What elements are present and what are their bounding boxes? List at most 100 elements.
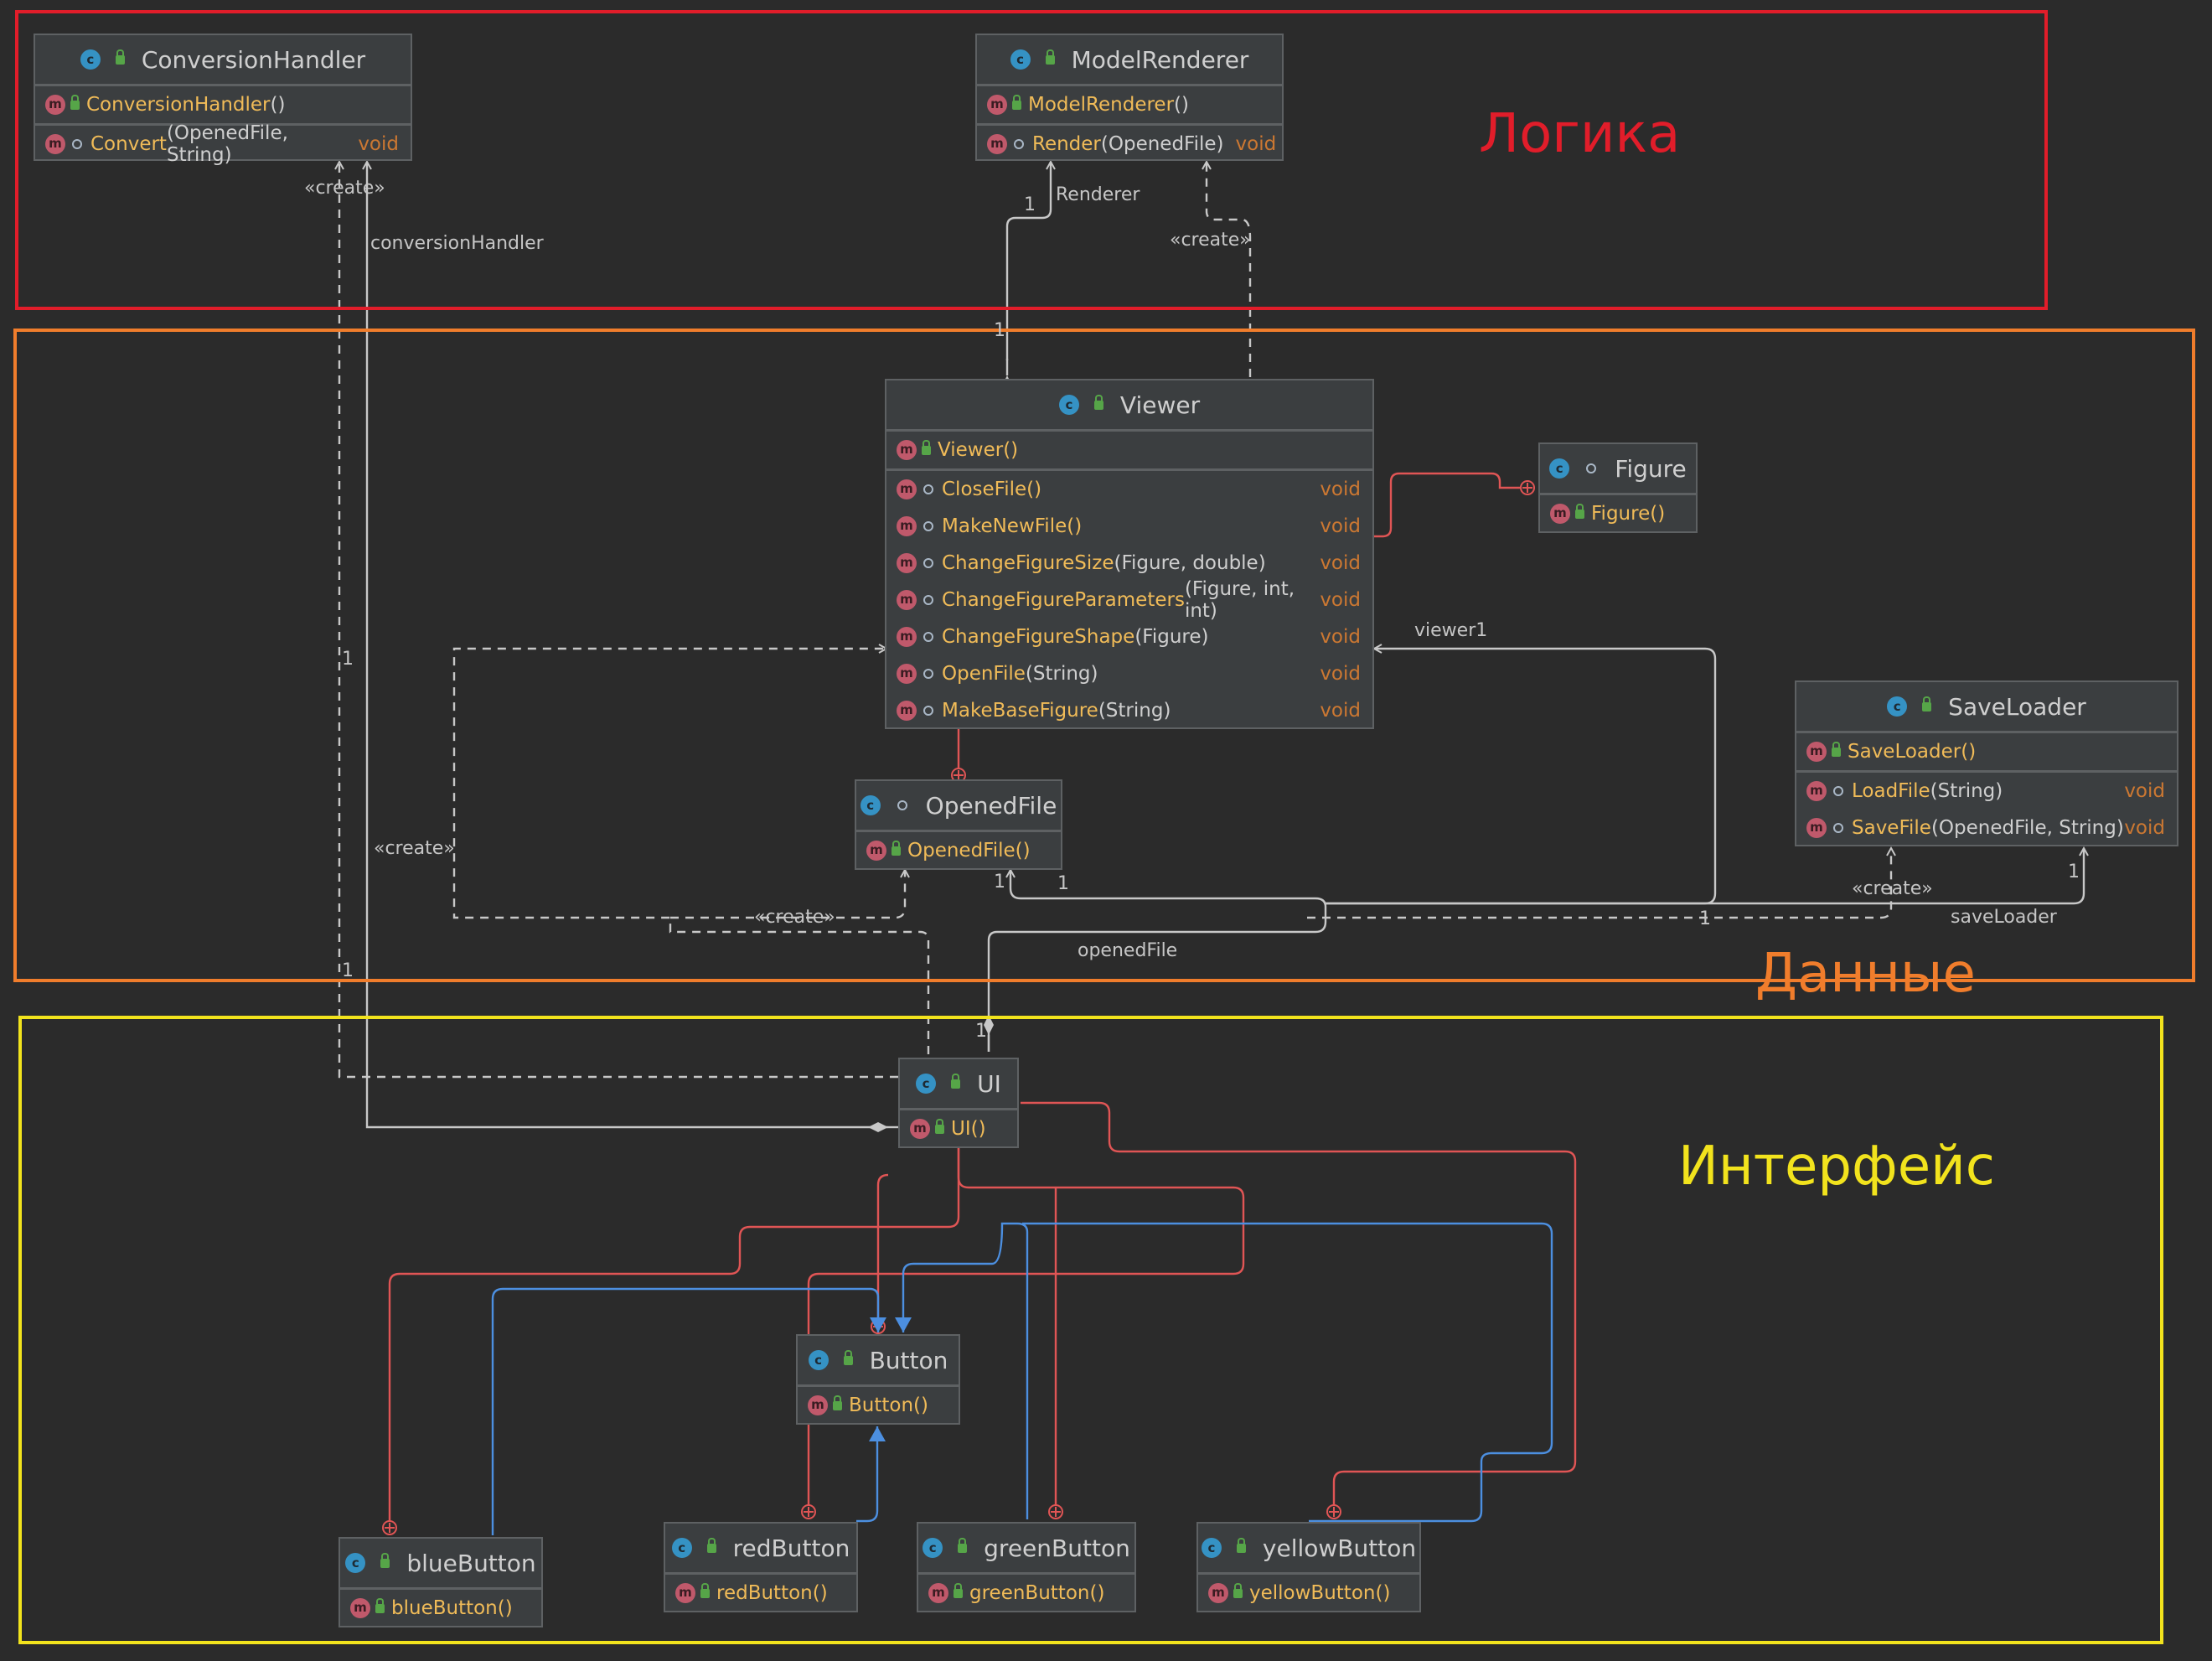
package-dot-icon [923,632,933,642]
package-dot-icon [923,595,933,605]
public-lock-icon [1045,49,1055,65]
package-dot-icon [72,139,82,149]
association-label-conversionhandler: conversionHandler [370,233,544,254]
class-c-icon: c [1058,395,1079,415]
public-lock-icon [70,94,80,110]
method-m-icon: m [897,553,917,573]
class-c-icon: c [671,1538,692,1558]
public-lock-icon [706,1537,716,1553]
public-lock-icon [1575,503,1584,519]
method-m-icon: m [897,440,917,460]
public-lock-icon [380,1552,390,1568]
public-lock-icon [1012,94,1021,110]
class-c-icon: c [1010,49,1031,70]
logic-zone [15,10,2048,310]
package-dot-icon [923,706,933,716]
public-lock-icon [700,1582,710,1598]
public-lock-icon [1832,741,1841,757]
class-c-icon: c [808,1350,829,1370]
public-lock-icon [954,1582,963,1598]
ui-create-viewer-line [452,649,930,1054]
method-m-icon: m [897,590,917,610]
create-label-conversionhandler: «create» [304,178,385,199]
ui-openedfile-line [987,870,1327,1052]
method-m-icon: m [987,134,1007,154]
package-dot-icon [1833,786,1843,796]
package-dot-icon [923,484,933,494]
association-label-saveloader: saveLoader [1951,907,2057,928]
class-name: SaveLoader [1948,692,2086,721]
method-m-icon: m [1806,742,1827,762]
method-m-icon: m [897,701,917,721]
class-c-icon: c [923,1538,943,1558]
public-lock-icon [833,1395,842,1410]
data-zone-title: Данные [1755,943,1976,1005]
class-name: OpenedFile [925,791,1057,820]
class-name: Figure [1615,454,1687,483]
logic-zone-title: Логика [1479,103,1681,165]
class-c-icon: c [916,1074,937,1094]
greenbutton-inherits-button [895,1222,1029,1519]
interface-zone-title: Интерфейс [1678,1136,1995,1198]
package-dot-icon [1014,139,1024,149]
public-lock-icon [935,1118,944,1134]
method-m-icon: m [897,664,917,684]
class-c-icon: c [1201,1538,1222,1558]
method-m-icon: m [866,841,886,861]
public-lock-icon [375,1597,385,1613]
public-lock-icon [951,1073,961,1089]
class-c-icon: c [345,1553,366,1573]
public-lock-icon [843,1349,853,1365]
method-m-icon: m [45,95,65,115]
bluebutton-inherits-button [491,1287,886,1535]
method-m-icon: m [1208,1583,1228,1603]
method-m-icon: m [1806,818,1827,838]
ui-redbutton-nested-line [801,1148,1245,1519]
ui-saveloader-line [1326,848,2084,905]
viewer-renderer-line [1005,162,1051,360]
ui-button-nested-line [871,1173,889,1334]
multiplicity-conversion-top: 1 [342,649,354,670]
public-lock-icon [1093,394,1103,410]
package-dot-icon [923,558,933,568]
ui-create-saveloader-line [1307,848,1891,919]
association-label-openedfile: openedFile [1078,940,1178,961]
package-dot-icon [923,521,933,531]
method-m-icon: m [1806,781,1827,801]
